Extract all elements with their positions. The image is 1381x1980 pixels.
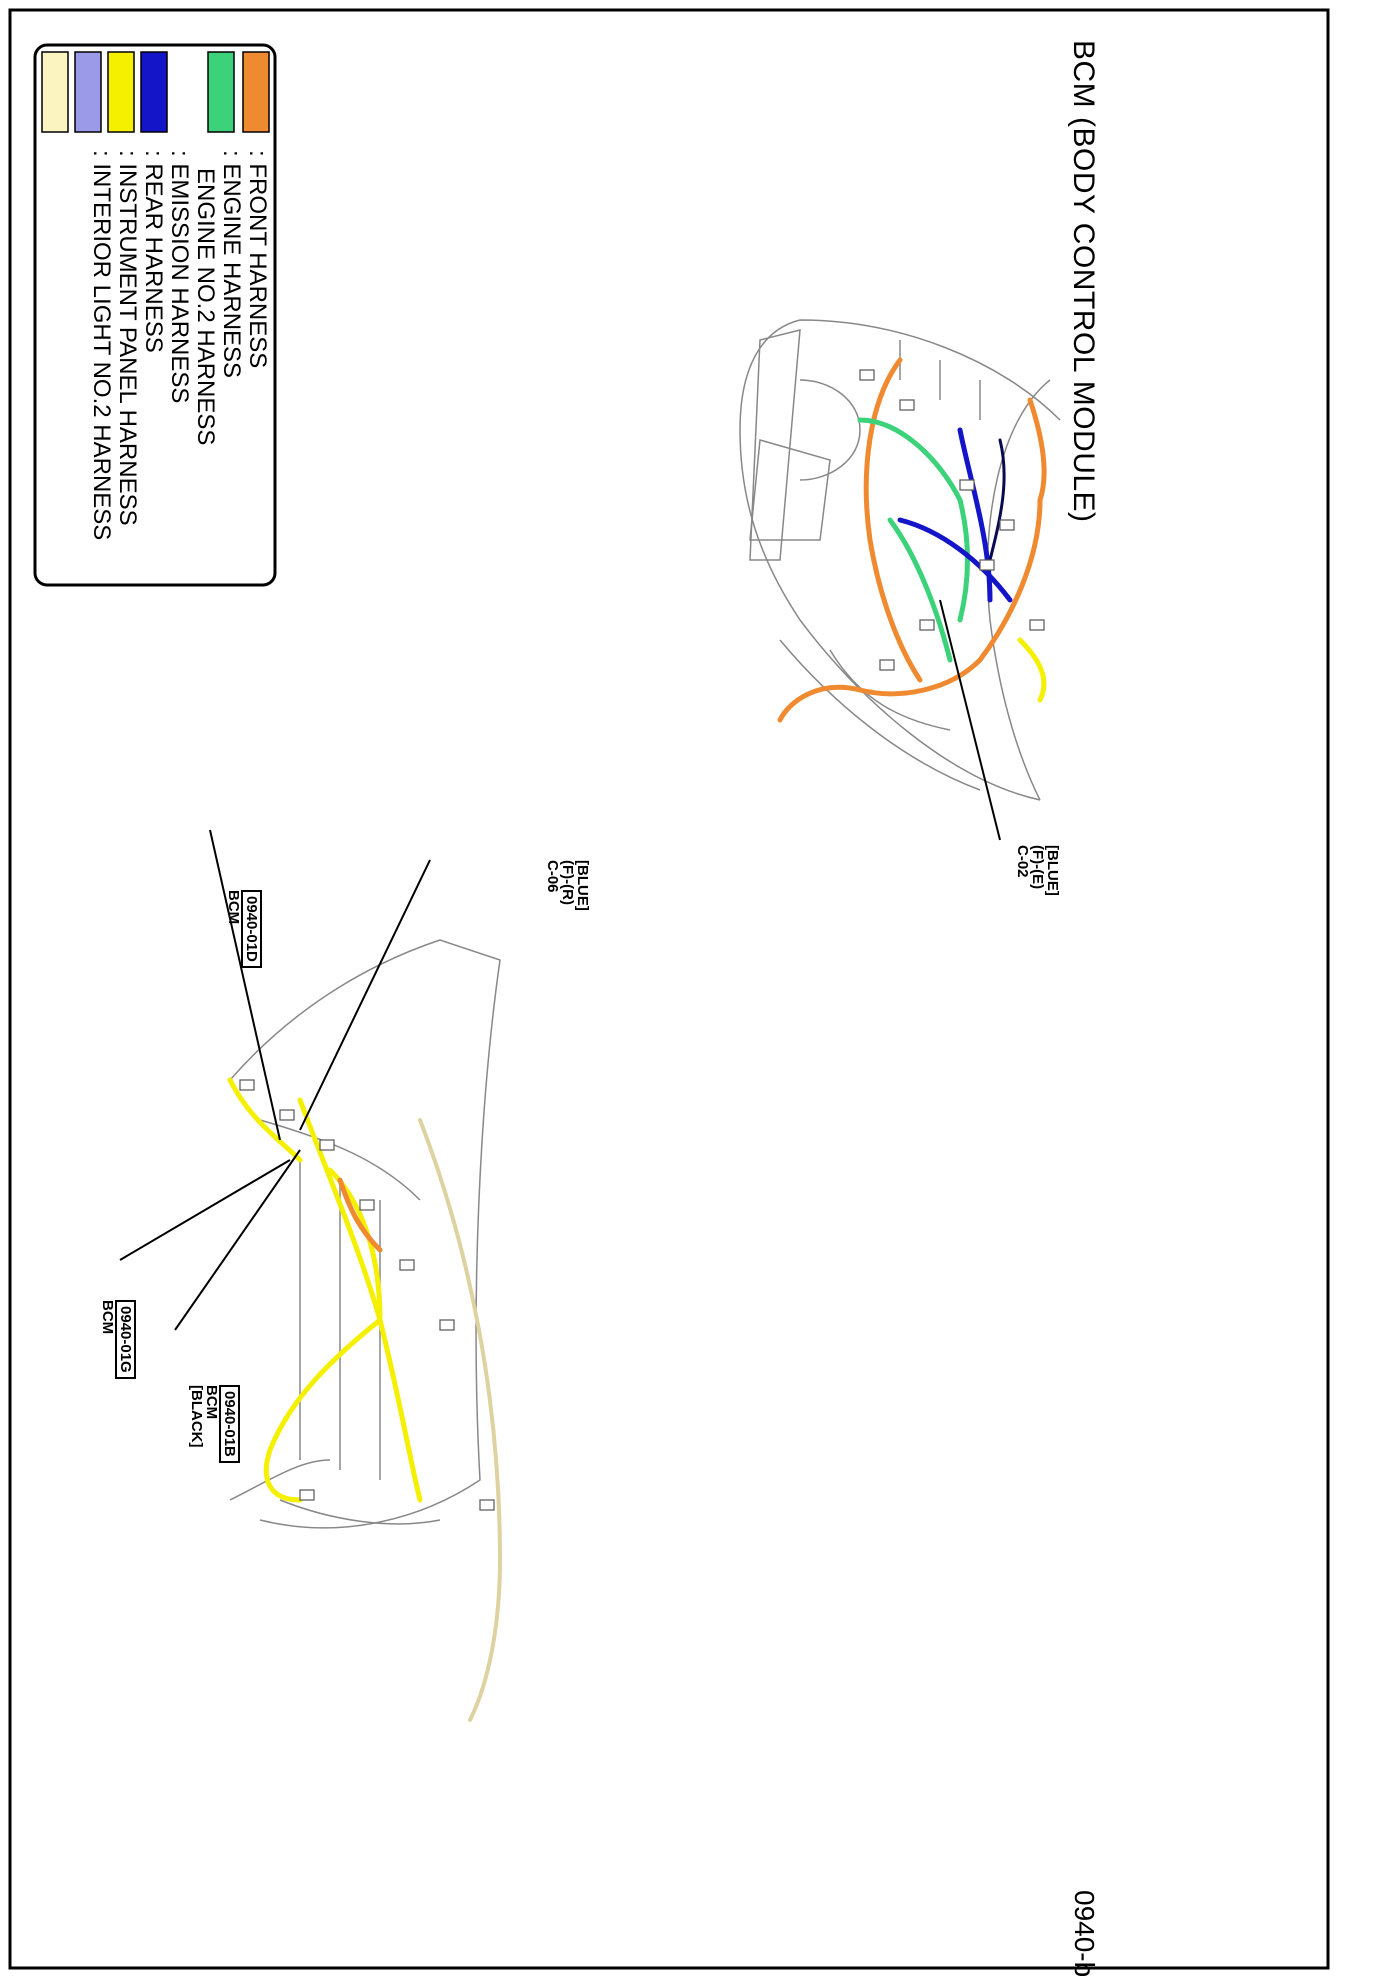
page-border	[8, 8, 1330, 1970]
swatch-front-harness	[242, 51, 270, 133]
rear-harness-path-2	[263, 1317, 383, 1503]
callout-c02-connector: C-02	[1014, 845, 1031, 878]
callout-c02-harness: (F)-(E)	[1029, 845, 1046, 890]
callout-0940-01d-name: BCM	[225, 890, 242, 925]
callout-line-c02	[939, 599, 1001, 841]
engine-harness-routes	[777, 357, 1047, 723]
callout-c02-color: [BLUE]	[1044, 845, 1061, 896]
panel-callout-lines	[119, 829, 431, 1331]
swatch-interior-light-harness	[41, 51, 69, 133]
swatch-engine-harness	[207, 51, 235, 133]
legend-box	[33, 43, 277, 587]
interior-light-harness-path	[418, 1118, 503, 1722]
emission-harness-path-2	[897, 517, 1013, 603]
engine-harness-path-2	[887, 517, 953, 663]
engine-connectors	[859, 369, 1045, 671]
engine-compartment-illustration	[739, 319, 1061, 801]
callout-line-0940-01b	[174, 1149, 301, 1331]
callout-c06-color: [BLUE]	[574, 860, 591, 911]
front-harness-path-1	[863, 357, 923, 683]
legend-labels: : FRONT HARNESS : ENGINE HARNESS ENGINE …	[88, 150, 271, 541]
callout-line-0940-01g	[119, 1159, 291, 1261]
callout-0940-01g: 0940-01G BCM	[99, 1300, 136, 1379]
callout-0940-01b-color: [BLACK]	[188, 1385, 205, 1448]
rear-harness-path-small	[1017, 637, 1047, 703]
front-harness-path-panel	[337, 1177, 383, 1253]
page-number: 0940-b	[1069, 1890, 1100, 1978]
legend-emission-harness: : EMISSION HARNESS	[166, 150, 193, 404]
callout-c06-harness: (F)-(R)	[559, 860, 576, 905]
swatch-instrument-panel-harness	[74, 51, 102, 133]
swatch-emission-harness	[140, 51, 168, 133]
legend-front-harness: : FRONT HARNESS	[244, 150, 271, 369]
callout-c06: [BLUE] (F)-(R) C-06	[544, 860, 591, 911]
legend-engine-harness: : ENGINE HARNESS	[218, 150, 245, 379]
front-harness-path-2	[777, 497, 1043, 723]
legend-interior-light-harness: : INTERIOR LIGHT NO.2 HARNESS	[88, 150, 115, 541]
swatch-rear-harness	[107, 51, 135, 133]
legend-swatches	[41, 51, 270, 133]
legend-rear-harness: : REAR HARNESS	[140, 150, 167, 353]
callout-0940-01b: 0940-01B BCM [BLACK]	[188, 1385, 240, 1463]
rear-harness-path-1	[297, 1097, 423, 1503]
callout-0940-01d: 0940-01D BCM	[225, 890, 262, 968]
callout-0940-01d-code: 0940-01D	[241, 890, 262, 968]
callout-line-0940-01d	[209, 829, 281, 1141]
panel-harness-routes	[227, 1077, 503, 1722]
callout-c06-connector: C-06	[544, 860, 561, 893]
legend-instrument-panel-harness: : INSTRUMENT PANEL HARNESS	[114, 150, 141, 526]
callout-line-c06	[299, 859, 431, 1131]
callout-0940-01b-name: BCM	[203, 1385, 220, 1420]
callout-0940-01b-code: 0940-01B	[219, 1385, 240, 1463]
legend-engine-no2-harness: ENGINE NO.2 HARNESS	[192, 168, 219, 446]
emission-harness-path-3	[988, 438, 1006, 562]
callout-0940-01g-name: BCM	[99, 1300, 116, 1335]
front-harness-path-3	[1027, 397, 1047, 503]
instrument-panel-illustration	[229, 939, 501, 1529]
callout-0940-01g-code: 0940-01G	[115, 1300, 136, 1379]
page-title: BCM (BODY CONTROL MODULE)	[1067, 40, 1100, 523]
callout-c02: [BLUE] (F)-(E) C-02	[1014, 845, 1061, 896]
rear-harness-path-4	[227, 1077, 303, 1163]
panel-connectors	[239, 1079, 495, 1511]
engine-harness-path-1	[857, 417, 970, 623]
